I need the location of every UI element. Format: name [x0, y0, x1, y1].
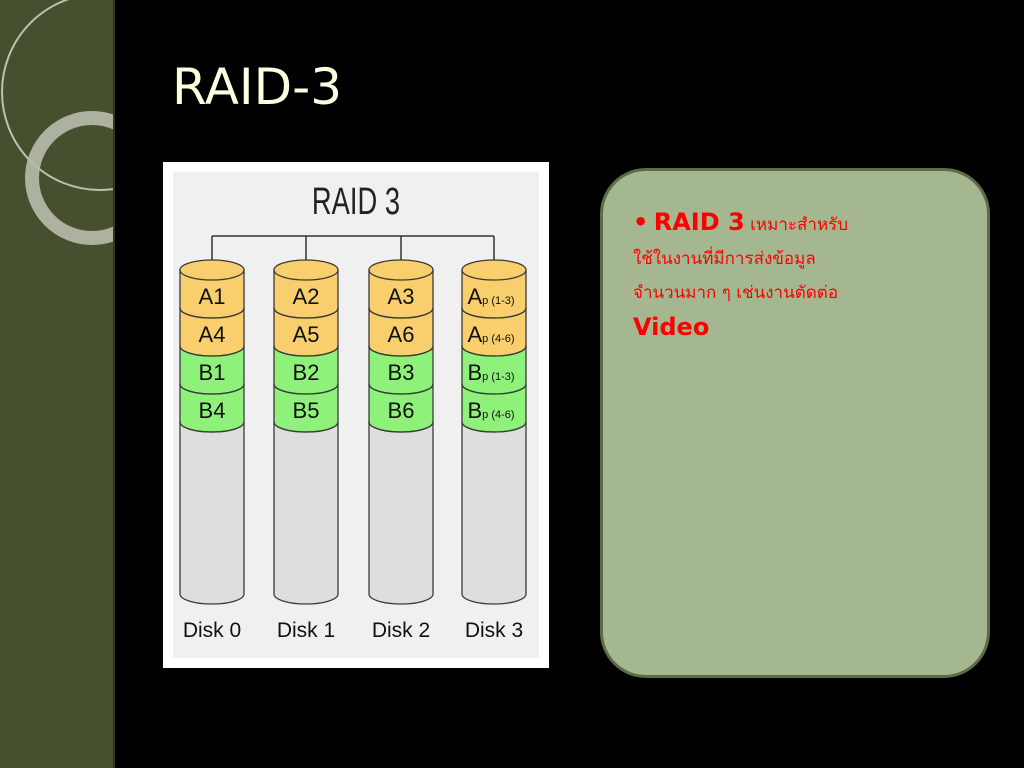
- block-label: B5: [293, 398, 320, 423]
- callout-text: • RAID 3 เหมาะสำหรับ ใช้ในงานที่มีการส่ง…: [633, 205, 953, 344]
- block-label: B2: [293, 360, 320, 385]
- block-seam: [461, 307, 527, 319]
- block-seam: [368, 307, 434, 319]
- block-label: B4: [199, 398, 226, 423]
- callout-box: • RAID 3 เหมาะสำหรับ ใช้ในงานที่มีการส่ง…: [600, 168, 990, 678]
- block-seam: [179, 421, 245, 433]
- block-seam: [179, 345, 245, 357]
- disk-empty-body: [368, 421, 434, 605]
- disk-empty-body: [273, 421, 339, 605]
- block-seam: [461, 383, 527, 395]
- block-label: Ap (1-3): [467, 284, 514, 309]
- disk-3: Ap (1-3) Ap (4-6) Bp (1-3) Bp (4-6) Disk 3: [461, 259, 527, 642]
- block-seam: [179, 383, 245, 395]
- block-label: A2: [293, 284, 320, 309]
- block-seam: [461, 345, 527, 357]
- block-label: A5: [293, 322, 320, 347]
- disk-label: Disk 0: [183, 619, 241, 642]
- block-label: A6: [388, 322, 415, 347]
- disk-empty-body: [179, 421, 245, 605]
- left-decorative-panel: [0, 0, 115, 768]
- block-seam: [368, 345, 434, 357]
- disk-top-cap: [461, 259, 527, 281]
- block-label: Bp (1-3): [467, 360, 514, 385]
- raid3-bold-label: RAID 3: [653, 208, 745, 236]
- bullet: •: [633, 208, 649, 236]
- disk-empty-body: [461, 421, 527, 605]
- block-seam: [273, 345, 339, 357]
- diagram-title: RAID 3: [312, 181, 400, 223]
- block-label: B6: [388, 398, 415, 423]
- block-label: B1: [199, 360, 226, 385]
- block-seam: [273, 307, 339, 319]
- callout-line-1: • RAID 3 เหมาะสำหรับ: [633, 205, 953, 242]
- block-seam: [368, 421, 434, 433]
- disk-label: Disk 2: [372, 619, 430, 642]
- disk-label: Disk 3: [465, 619, 523, 642]
- callout-line-2: ใช้ในงานที่มีการส่งข้อมูล: [633, 249, 816, 269]
- block-seam: [179, 307, 245, 319]
- decorative-circles: [1, 0, 113, 245]
- callout-line-1-rest: เหมาะสำหรับ: [750, 215, 849, 235]
- block-label: A1: [199, 284, 226, 309]
- block-label: Ap (4-6): [467, 322, 514, 347]
- disk-top-cap: [179, 259, 245, 281]
- block-seam: [273, 383, 339, 395]
- block-label: Bp (4-6): [467, 398, 514, 423]
- block-label: A3: [388, 284, 415, 309]
- block-seam: [461, 421, 527, 433]
- callout-line-3: จำนวนมาก ๆ เช่นงานตัดต่อ: [633, 283, 839, 303]
- callout-line-4: Video: [633, 313, 710, 341]
- block-label: A4: [199, 322, 226, 347]
- disk-top-cap: [273, 259, 339, 281]
- block-seam: [368, 383, 434, 395]
- disk-label: Disk 1: [277, 619, 335, 642]
- slide-title: RAID-3: [172, 58, 343, 116]
- block-label: B3: [388, 360, 415, 385]
- block-seam: [273, 421, 339, 433]
- disk-top-cap: [368, 259, 434, 281]
